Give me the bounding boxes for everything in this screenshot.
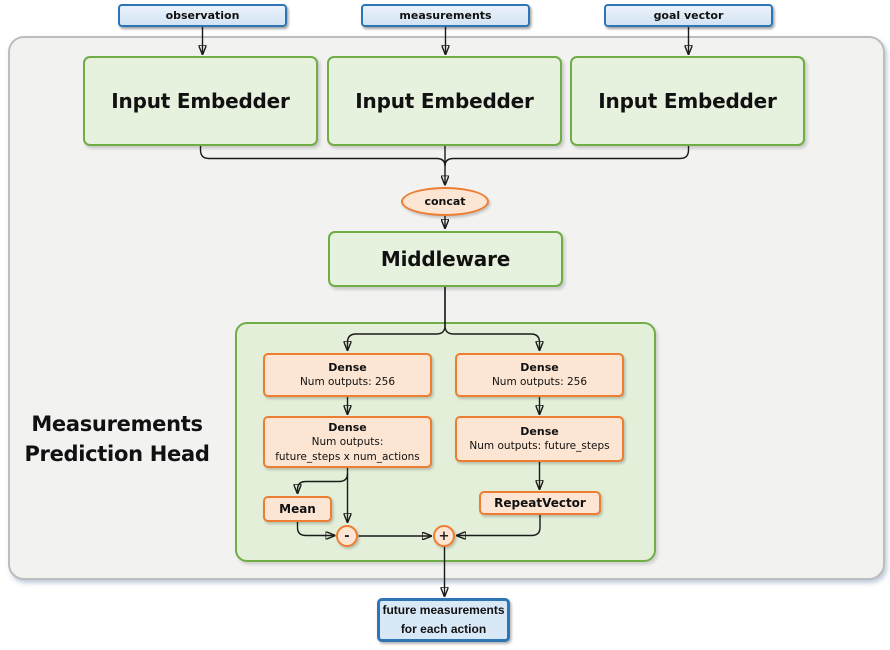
- embedder-node-3: Input Embedder: [570, 56, 805, 146]
- embedder-node-1: Input Embedder: [83, 56, 318, 146]
- plus-node: +: [433, 525, 455, 547]
- edge-mean-to-minus: [296, 522, 335, 536]
- edge-dense-left2-to-mean: [298, 473, 349, 493]
- dense-left-1-title: Dense: [328, 361, 367, 374]
- input-node-measurements: measurements: [361, 4, 530, 27]
- dense-right-2: Dense Num outputs: future_steps: [455, 416, 624, 462]
- repeatvector-node: RepeatVector: [479, 491, 601, 515]
- dense-right-1-sub: Num outputs: 256: [491, 376, 588, 388]
- concat-node: concat: [401, 187, 489, 216]
- dense-right-2-sub: Num outputs: future_steps: [469, 440, 610, 452]
- dense-left-2: Dense Num outputs: future_steps x num_ac…: [263, 416, 432, 468]
- dense-right-1: Dense Num outputs: 256: [455, 353, 624, 397]
- mean-node: Mean: [263, 496, 332, 522]
- embedder-node-2: Input Embedder: [327, 56, 562, 146]
- dense-right-2-title: Dense: [520, 425, 559, 438]
- output-node: future measurements for each action: [377, 598, 510, 642]
- output-line2: for each action: [400, 622, 487, 636]
- head-title-line1: Measurements: [31, 412, 203, 436]
- dense-right-1-title: Dense: [520, 361, 559, 374]
- middleware-node: Middleware: [328, 231, 563, 287]
- edge-middleware-to-dense-right: [444, 287, 540, 350]
- head-title: Measurements Prediction Head: [12, 409, 222, 469]
- output-line1: future measurements: [382, 603, 505, 617]
- dense-left-2-sub1: Num outputs:: [311, 435, 384, 448]
- dense-left-2-title: Dense: [328, 420, 367, 434]
- dense-left-1: Dense Num outputs: 256: [263, 353, 432, 397]
- input-node-goal-vector: goal vector: [604, 4, 773, 27]
- head-title-line2: Prediction Head: [24, 442, 210, 466]
- input-node-observation: observation: [118, 4, 287, 27]
- minus-node: -: [336, 525, 358, 547]
- edge-repeatvector-to-plus: [458, 515, 541, 536]
- edge-embedder3-merge: [444, 146, 690, 167]
- edge-middleware-to-dense-left: [348, 287, 446, 350]
- dense-left-2-sub2: future_steps x num_actions: [275, 450, 420, 463]
- edge-embedder1-merge: [199, 146, 446, 167]
- dense-left-1-sub: Num outputs: 256: [299, 376, 396, 388]
